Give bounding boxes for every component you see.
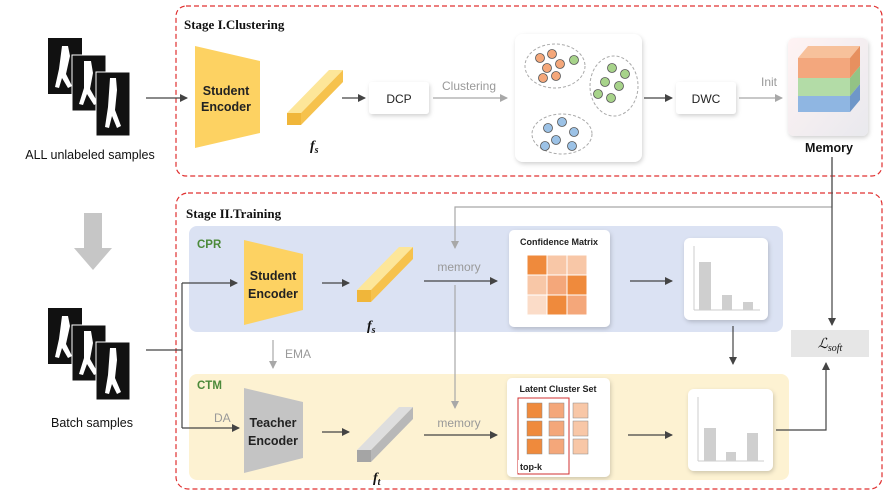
cluster-panel — [515, 34, 642, 162]
loss-box — [791, 330, 869, 357]
cluster-orange — [524, 43, 586, 89]
confidence-matrix-title: Confidence Matrix — [520, 237, 598, 247]
batch-samples-label: Batch samples — [51, 416, 133, 430]
cpr-memory-label: memory — [437, 260, 480, 274]
ctm-band — [189, 374, 789, 480]
latent-cluster-grid — [526, 402, 589, 455]
cluster-blue — [531, 113, 593, 155]
cpr-student-encoder — [244, 240, 303, 325]
dcp-box — [369, 82, 429, 114]
ctm-feature-label: ft — [373, 471, 382, 488]
ctm-feature-prism — [357, 407, 413, 462]
loss-label: ℒsoft — [818, 337, 843, 354]
stage1-feature-prism — [287, 70, 343, 125]
cpr-encoder-line1: Student — [250, 269, 297, 283]
cpr-band — [189, 226, 783, 332]
cpr-feature-label: fs — [367, 319, 376, 336]
cpr-title: CPR — [197, 239, 222, 251]
ctm-title: CTM — [197, 380, 222, 392]
stage1-student-encoder — [195, 46, 260, 148]
teacher-encoder-line1: Teacher — [249, 416, 296, 430]
stage1-encoder-line2: Encoder — [201, 100, 251, 114]
topk-highlight — [517, 397, 570, 475]
latent-cluster-title: Latent Cluster Set — [519, 384, 596, 394]
init-label: Init — [761, 75, 778, 89]
dcp-label: DCP — [386, 92, 411, 106]
memory-label: Memory — [805, 141, 853, 155]
ctm-memory-label: memory — [437, 416, 480, 430]
stage1-encoder-line1: Student — [203, 84, 250, 98]
cpr-feature-prism — [357, 247, 413, 302]
cpr-distribution-chart — [693, 246, 760, 311]
cluster-green — [589, 55, 639, 117]
memory-cube — [798, 46, 860, 112]
ctm-distribution-chart — [697, 397, 764, 462]
da-label: DA — [214, 411, 231, 425]
cpr-encoder-line2: Encoder — [248, 287, 298, 301]
ema-label: EMA — [285, 347, 311, 361]
unlabeled-samples-stack-icon — [48, 38, 131, 137]
stage1-box — [175, 5, 883, 177]
confidence-matrix-grid — [526, 254, 588, 316]
dwc-box — [676, 82, 736, 114]
clustering-label: Clustering — [442, 79, 496, 93]
stage2-title: Stage II.Training — [186, 206, 282, 221]
teacher-encoder-line2: Encoder — [248, 434, 298, 448]
dwc-label: DWC — [692, 92, 721, 106]
all-samples-label: ALL unlabeled samples — [25, 148, 155, 162]
stage1-title: Stage I.Clustering — [184, 17, 285, 32]
batch-samples-stack-icon — [48, 308, 131, 401]
topk-label: top-k — [520, 462, 543, 472]
down-arrow-icon — [74, 213, 112, 270]
stage2-box — [175, 192, 883, 490]
teacher-encoder — [244, 388, 303, 473]
stage1-feature-label: fs — [310, 139, 319, 156]
